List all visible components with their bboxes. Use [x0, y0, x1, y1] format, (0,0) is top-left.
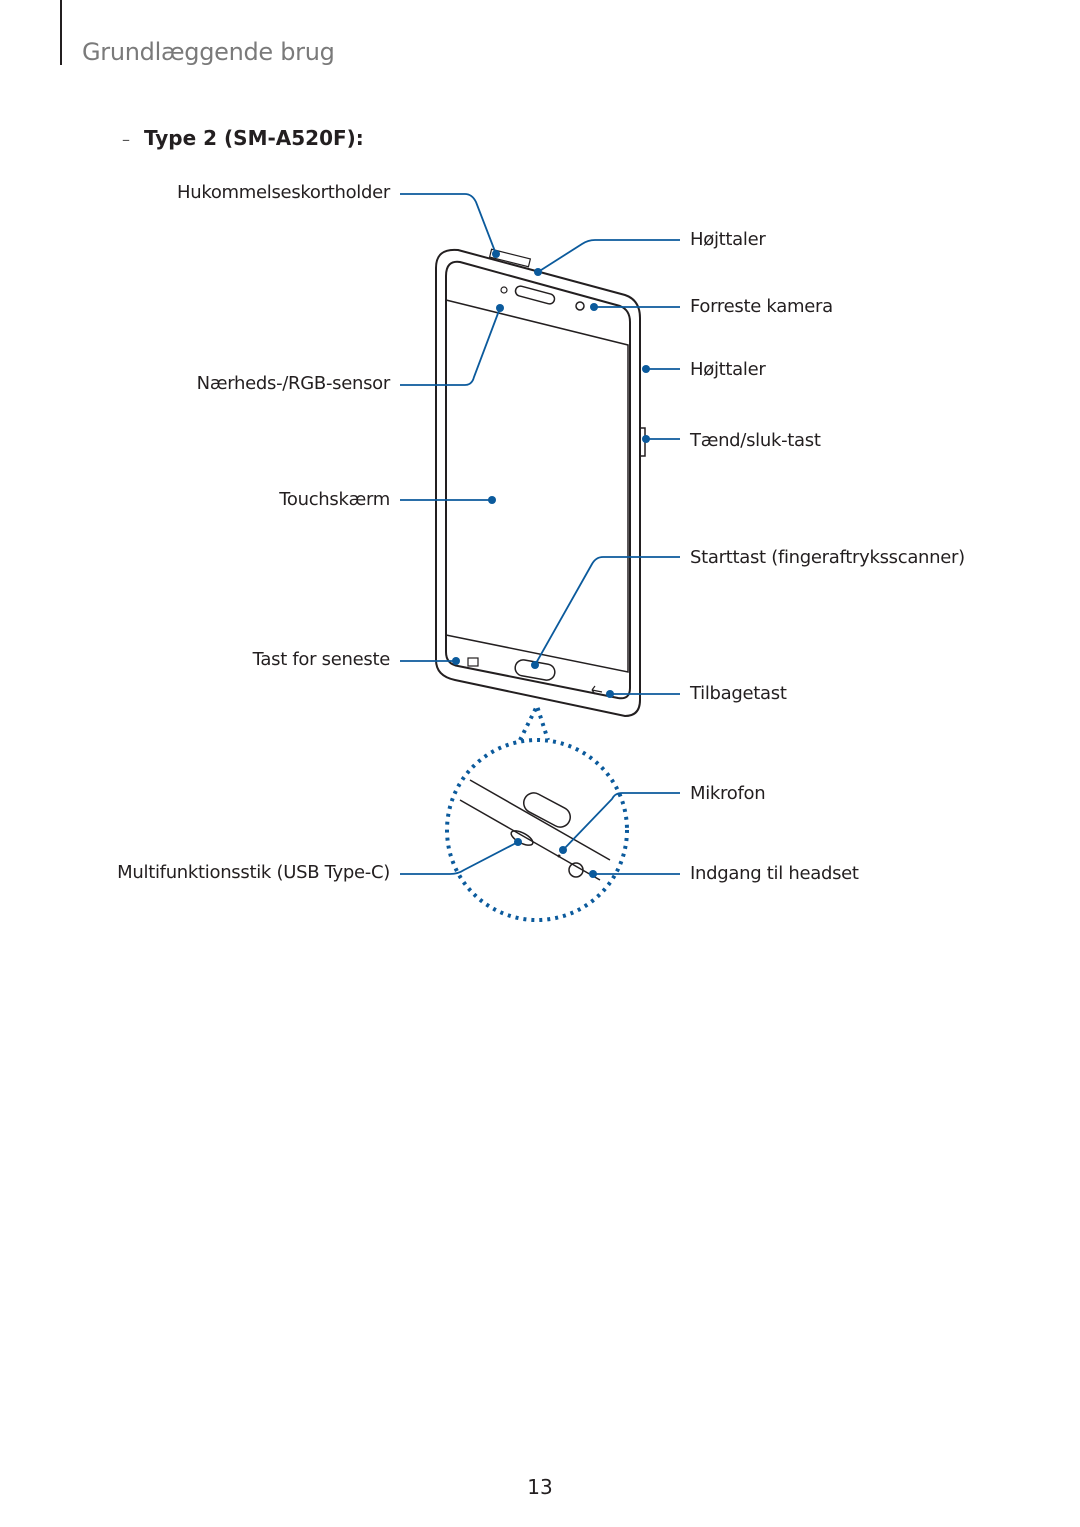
- label-microphone: Mikrofon: [690, 783, 766, 804]
- label-headset-jack: Indgang til headset: [690, 863, 859, 884]
- zoom-headset-jack: [568, 862, 584, 878]
- callout-line-home-key: [534, 556, 680, 666]
- zoom-pointer: [518, 700, 550, 741]
- back-glyph: [591, 685, 603, 695]
- proximity-sensor-dot: [500, 286, 508, 294]
- zoom-circle: [445, 738, 629, 922]
- label-usb-connector: Multifunktionsstik (USB Type-C): [117, 862, 390, 883]
- label-memory-card-holder: Hukommelseskortholder: [177, 182, 390, 203]
- section-rule: [60, 0, 62, 65]
- callout-line-microphone: [562, 792, 680, 851]
- recent-apps-glyph: [467, 657, 479, 667]
- speaker-grille: [514, 285, 556, 305]
- callout-dot-back-key: [606, 690, 614, 698]
- subheading-text: Type 2 (SM-A520F):: [144, 126, 364, 150]
- zoom-mic-hole: [557, 854, 561, 858]
- callout-dot-memory-card-holder: [492, 250, 500, 258]
- callout-line-memory-card-holder: [400, 193, 497, 255]
- callout-line-usb-connector: [400, 841, 519, 875]
- zoom-phone-edge: [459, 779, 611, 881]
- callout-dot-recent-apps-key: [452, 657, 460, 665]
- callout-dot-microphone: [559, 846, 567, 854]
- section-title: Grundlæggende brug: [82, 38, 335, 66]
- phone-illustration: [435, 248, 646, 718]
- callout-dot-home-key: [531, 661, 539, 669]
- callout-dot-front-camera: [590, 303, 598, 311]
- label-front-camera: Forreste kamera: [690, 296, 833, 317]
- callout-dot-headset-jack: [589, 870, 597, 878]
- callout-dot-power-key: [642, 435, 650, 443]
- label-proximity-sensor: Nærheds-/RGB-sensor: [196, 373, 391, 394]
- label-speaker-side: Højttaler: [690, 359, 766, 380]
- front-camera-lens: [575, 301, 585, 311]
- callout-dot-usb-connector: [514, 838, 522, 846]
- phone-outer-body: [435, 248, 641, 718]
- subheading: –Type 2 (SM-A520F):: [122, 126, 364, 150]
- label-back-key: Tilbagetast: [690, 683, 787, 704]
- callout-dot-touchscreen: [488, 496, 496, 504]
- callout-dot-speaker-side: [642, 365, 650, 373]
- callout-dots: [452, 250, 650, 878]
- memory-slot: [488, 248, 532, 268]
- callout-line-proximity-sensor: [400, 307, 501, 386]
- callout-dot-speaker-top: [534, 268, 542, 276]
- subheading-dash: –: [122, 130, 130, 149]
- zoom-detail: [445, 700, 629, 922]
- callout-line-speaker-top: [537, 239, 680, 273]
- page-number: 13: [527, 1475, 553, 1499]
- label-speaker-top: Højttaler: [690, 229, 766, 250]
- label-touchscreen: Touchskærm: [279, 489, 390, 510]
- label-recent-apps-key: Tast for seneste: [252, 649, 391, 670]
- zoom-home-button: [523, 792, 571, 828]
- label-home-key: Starttast (fingeraftryksscanner): [690, 547, 965, 568]
- callout-dot-proximity-sensor: [496, 304, 504, 312]
- phone-inner-bezel: [445, 260, 631, 700]
- phone-screen: [445, 299, 629, 673]
- label-power-key: Tænd/sluk-tast: [690, 430, 821, 451]
- callout-lines: [400, 193, 680, 875]
